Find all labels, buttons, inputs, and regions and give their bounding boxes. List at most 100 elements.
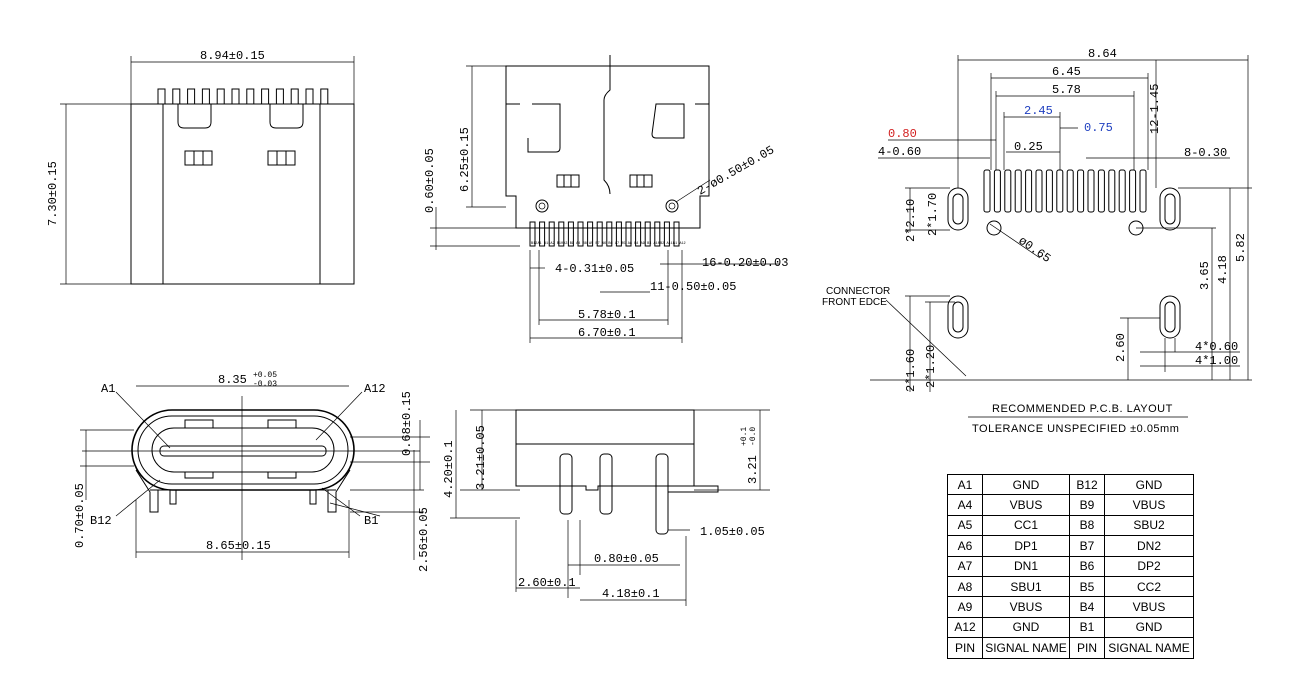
hole-dim: 2-ø0.50±0.05	[695, 143, 777, 198]
label-a1: A1	[101, 382, 115, 396]
pin-a-cell: A8	[947, 575, 983, 598]
pin-label: B7	[596, 242, 600, 246]
pin-label: B12	[531, 242, 537, 246]
pcb-pad	[1035, 169, 1043, 213]
pcb-pad	[1108, 169, 1116, 213]
pin-label: A8	[628, 242, 632, 246]
connector-pin	[172, 88, 181, 105]
connector-pin	[305, 88, 314, 105]
span-670-dim: 6.70±0.1	[578, 326, 636, 340]
pin-a-cell: A12	[947, 616, 983, 639]
smd-pin	[529, 221, 536, 247]
pcb-4-060: 4-0.60	[878, 145, 921, 159]
header-pin: PIN	[947, 637, 983, 659]
pcb-8-030: 8-0.30	[1184, 146, 1227, 160]
dim-321b-minus: -0.0	[749, 427, 758, 446]
signal-b-cell: GND	[1104, 616, 1194, 639]
signal-a-cell: VBUS	[982, 494, 1070, 516]
span-578-dim: 5.78±0.1	[578, 308, 636, 322]
pin-label: A4	[576, 242, 580, 246]
pin-label: A1	[537, 242, 541, 246]
header-signal: SIGNAL NAME	[982, 637, 1070, 659]
pin-label: A7	[615, 242, 619, 246]
signal-b-cell: SBU2	[1104, 514, 1194, 537]
dim-420: 4.20±0.1	[442, 440, 456, 498]
pcb-260: 2.60	[1114, 333, 1128, 362]
pin-label: A10	[654, 242, 660, 246]
pitch-4-dim: 4-0.31±0.05	[555, 262, 634, 276]
pin-a-cell: A1	[947, 473, 983, 496]
pcb-pad	[983, 169, 991, 213]
height-625-dim: 6.25±0.15	[458, 127, 472, 192]
pin-a-cell: A5	[947, 514, 983, 537]
connector-pin	[275, 88, 284, 105]
pcb-578: 5.78	[1052, 83, 1081, 97]
signal-a-cell: GND	[982, 473, 1070, 496]
pcb-pad	[1087, 169, 1095, 213]
pin-label: B11	[544, 242, 550, 246]
pcb-pad	[1139, 169, 1147, 213]
dim-080: 0.80±0.05	[594, 552, 659, 566]
pin-label: B1	[673, 242, 677, 246]
pin-b-cell: B4	[1069, 596, 1105, 618]
pcb-pad	[1066, 169, 1074, 213]
pin-label: B6	[608, 242, 612, 246]
smd-pin	[635, 221, 642, 247]
pin-label: B9	[570, 242, 574, 246]
signal-b-cell: VBUS	[1104, 494, 1194, 516]
pin-a-cell: A9	[947, 596, 983, 618]
pcb-connector-label-2: FRONT EDCE	[822, 297, 887, 308]
pin-label: A6	[602, 242, 606, 246]
smd-pin	[615, 221, 622, 247]
pcb-connector-label-1: CONNECTOR	[826, 286, 890, 297]
pcb-12-145: 12-1.45	[1148, 84, 1162, 134]
top-view: 8.94±0.15 7.30±0.15	[46, 49, 355, 285]
dim-260: 2.60±0.1	[518, 576, 576, 590]
smd-pin	[548, 221, 555, 247]
header-pin-2: PIN	[1069, 637, 1105, 659]
pcb-025: 0.25	[1014, 140, 1043, 154]
dim-105: 1.05±0.05	[700, 525, 765, 539]
smd-pin	[596, 221, 603, 247]
signal-a-cell: CC1	[982, 514, 1070, 537]
side-view: 4.20±0.1 3.21±0.05 3.21 +0.1 -0.0 1.05±0…	[442, 409, 770, 606]
pcb-pad	[1025, 169, 1033, 213]
pin-label: B8	[583, 242, 587, 246]
front-view: 8.35 +0.05 -0.03 A1 A12 B12 B1 0	[73, 371, 431, 572]
signal-a-cell: DP1	[982, 535, 1070, 557]
connector-pin	[201, 88, 210, 105]
front-width-tol-plus: +0.05	[253, 371, 277, 380]
connector-pin	[261, 88, 270, 105]
pcb-365: 3.65	[1198, 261, 1212, 290]
dim-068: 0.68±0.15	[400, 391, 414, 456]
top-view-width-dim: 8.94±0.15	[200, 49, 265, 63]
connector-pin	[187, 88, 196, 105]
smd-pin	[644, 221, 651, 247]
connector-pin	[157, 88, 166, 105]
pin-label: B4	[634, 242, 638, 246]
pcb-4-060b: 4*0.60	[1195, 340, 1238, 354]
signal-a-cell: VBUS	[982, 596, 1070, 618]
pcb-pad	[1097, 169, 1105, 213]
top-view-height-dim: 7.30±0.15	[46, 161, 60, 226]
signal-b-cell: DP2	[1104, 555, 1194, 577]
connector-pin	[246, 88, 255, 105]
pcb-065: ø0.65	[1016, 234, 1054, 266]
signal-b-cell: VBUS	[1104, 596, 1194, 618]
pitch-16-dim: 16-0.20±0.03	[702, 256, 788, 270]
pcb-pad	[1118, 169, 1126, 213]
pcb-645: 6.45	[1052, 65, 1081, 79]
pin-b-cell: B6	[1069, 555, 1105, 577]
smd-pin	[567, 221, 574, 247]
connector-pin	[216, 88, 225, 105]
